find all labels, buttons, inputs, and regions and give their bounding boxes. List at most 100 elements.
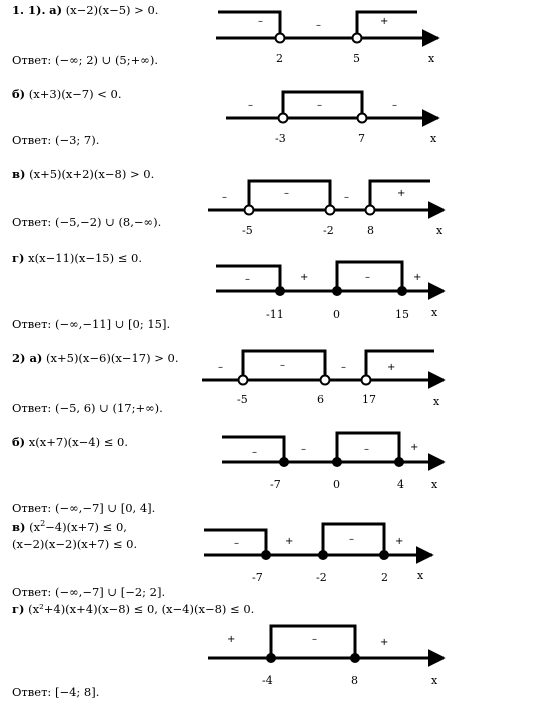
point-7-open <box>356 112 368 124</box>
number-line-1a <box>216 10 440 47</box>
part-label: г) <box>12 251 25 265</box>
sign-1c-0: – <box>222 192 227 203</box>
inequality: (x+5)(x+2)(x−8) > 0. <box>29 167 155 181</box>
tick-label-2b-1: 0 <box>333 478 340 491</box>
point-neg7-closed <box>261 550 271 560</box>
tick-label-2b-2: 4 <box>397 478 404 491</box>
tick-label-2d-0: -4 <box>262 674 273 687</box>
axis-label-x: x <box>430 132 437 145</box>
problem-2a-statement: 2) а) (x+5)(x−6)(x−17) > 0. <box>12 352 179 365</box>
part-label: б) <box>12 435 26 449</box>
axis-label-x: x <box>428 52 435 65</box>
answer-2c: Ответ: (−∞,−7] ∪ [−2; 2]. <box>12 585 166 599</box>
point-8-closed <box>350 653 360 663</box>
sign-1c-1: – <box>284 188 289 199</box>
tick-label-1a-0: 2 <box>276 52 283 65</box>
tick-label-1d-0: -11 <box>266 308 284 321</box>
sign-2a-1: – <box>280 360 285 371</box>
sign-2d-1: – <box>312 634 317 645</box>
problem-1b-statement: б) (x+3)(x−7) < 0. <box>12 88 122 101</box>
sign-1d-0: – <box>245 274 250 285</box>
number-line-1c <box>208 179 446 219</box>
sign-2c-2: – <box>349 534 354 545</box>
part-label: в) <box>12 167 26 181</box>
sign-2d-0: + <box>227 634 235 645</box>
axis-label-x: x <box>417 569 424 582</box>
sign-2b-2: – <box>364 444 369 455</box>
axis-label-x: x <box>431 478 438 491</box>
point-neg2-open <box>324 204 336 216</box>
number-line-1b <box>226 90 440 127</box>
sign-1a-2: + <box>380 16 388 27</box>
tick-label-1b-1: 7 <box>358 132 365 145</box>
sign-1b-1: – <box>317 100 322 111</box>
sign-1b-0: – <box>248 100 253 111</box>
point-neg7-closed <box>279 457 289 467</box>
sign-2b-0: – <box>252 447 257 458</box>
problem-1a-statement: 1. 1). а) (x−2)(x−5) > 0. <box>12 4 158 17</box>
section-number: 1. 1). <box>12 3 46 17</box>
number-line-2d <box>208 624 446 667</box>
sign-1d-2: – <box>365 272 370 283</box>
point-2-open <box>274 32 286 44</box>
problem-1c-statement: в) (x+5)(x+2)(x−8) > 0. <box>12 168 154 181</box>
part-label: а) <box>29 351 43 365</box>
problem-2c-statement: в) (x2−4)(x+7) ≤ 0, <box>12 517 127 534</box>
sign-2c-1: + <box>285 536 293 547</box>
tick-label-2b-0: -7 <box>270 478 281 491</box>
sign-1b-2: – <box>392 100 397 111</box>
point-neg11-closed <box>275 286 285 296</box>
tick-label-2c-0: -7 <box>252 571 263 584</box>
answer-1c: Ответ: (−5,−2) ∪ (8,−∞). <box>12 215 162 229</box>
point-2-closed <box>379 550 389 560</box>
part-label: г) <box>12 602 25 616</box>
inequality: x(x−11)(x−15) ≤ 0. <box>28 251 143 265</box>
tick-label-1c-2: 8 <box>367 224 374 237</box>
problem-2c-statement-line2: (x−2)(x−2)(x+7) ≤ 0. <box>12 537 138 551</box>
point-17-open <box>360 374 372 386</box>
sign-2a-0: – <box>218 362 223 373</box>
sign-1c-2: – <box>344 192 349 203</box>
tick-label-2a-1: 6 <box>317 393 324 406</box>
point-6-open <box>319 374 331 386</box>
axis-label-x: x <box>436 224 443 237</box>
answer-2d: Ответ: [−4; 8]. <box>12 685 100 699</box>
part-label: а) <box>49 3 63 17</box>
answer-1a: Ответ: (−∞; 2) ∪ (5;+∞). <box>12 53 158 67</box>
part-label: в) <box>12 519 26 534</box>
answer-1d: Ответ: (−∞,−11] ∪ [0; 15]. <box>12 317 171 331</box>
sign-2b-3: + <box>410 442 418 453</box>
sign-1d-1: + <box>300 272 308 283</box>
point-0-closed <box>332 286 342 296</box>
tick-label-1a-1: 5 <box>353 52 360 65</box>
point-0-closed <box>332 457 342 467</box>
tick-label-1c-0: -5 <box>242 224 253 237</box>
point-15-closed <box>397 286 407 296</box>
point-8-open <box>364 204 376 216</box>
part-label: б) <box>12 87 26 101</box>
sign-2c-3: + <box>395 536 403 547</box>
tick-label-2c-2: 2 <box>381 571 388 584</box>
exponent: 2 <box>40 519 46 528</box>
tick-label-2d-1: 8 <box>351 674 358 687</box>
sign-2a-3: + <box>387 362 395 373</box>
axis-label-x: x <box>431 306 438 319</box>
number-line-1d <box>216 260 446 300</box>
answer-2b: Ответ: (−∞,−7] ∪ [0, 4]. <box>12 501 156 515</box>
tick-label-1b-0: -3 <box>275 132 286 145</box>
point-neg2-closed <box>318 550 328 560</box>
sign-2c-0: – <box>234 538 239 549</box>
sign-1a-1: – <box>316 20 321 31</box>
inequality: (x+3)(x−7) < 0. <box>28 87 122 101</box>
inequality-part-a: (x <box>29 519 41 534</box>
sign-1d-3: + <box>413 272 421 283</box>
sign-2b-1: – <box>301 444 306 455</box>
tick-label-1d-1: 0 <box>333 308 340 321</box>
problem-2b-statement: б) x(x+7)(x−4) ≤ 0. <box>12 436 128 449</box>
point-neg5-open <box>243 204 255 216</box>
answer-2a: Ответ: (−5, 6) ∪ (17;+∞). <box>12 401 163 415</box>
inequality: (x−2)(x−5) > 0. <box>65 3 159 17</box>
inequality: (x+5)(x−6)(x−17) > 0. <box>46 351 179 365</box>
point-neg5-open <box>237 374 249 386</box>
point-4-closed <box>394 457 404 467</box>
